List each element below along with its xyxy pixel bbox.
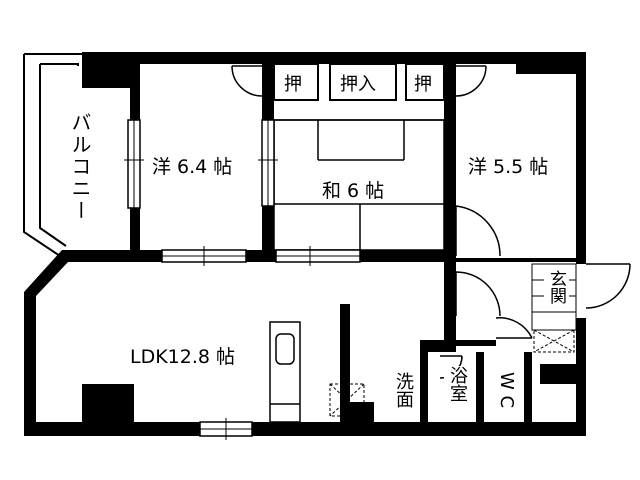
angled-wall [24,250,138,296]
room-label-washroom: 洗面 [393,372,414,408]
room-label-entrance: 玄関 [544,270,569,304]
balcony [23,53,90,259]
room-label-japanese-6: 和 6 帖 [320,176,387,203]
room-label-wc: W C [496,372,517,409]
kitchen-counter [269,321,301,423]
closet-label-right: 押 [414,70,432,96]
closet-partitions [273,63,445,101]
room-label-western-5-5: 洋 5.5 帖 [468,156,549,178]
washing-machine-space [329,383,365,417]
closet-label-middle: 押入 [340,70,376,96]
room-label-bath: 浴室 [444,366,470,402]
entrance-floor [533,329,575,353]
door-swings [231,65,631,379]
exterior-walls [24,52,586,436]
room-label-western-6-4: 洋 6.4 帖 [152,156,233,178]
room-label-ldk: LDK12.8 帖 [130,346,236,368]
closet-label-left: 押 [284,70,302,96]
room-label-balcony: バルコニー [68,112,92,222]
